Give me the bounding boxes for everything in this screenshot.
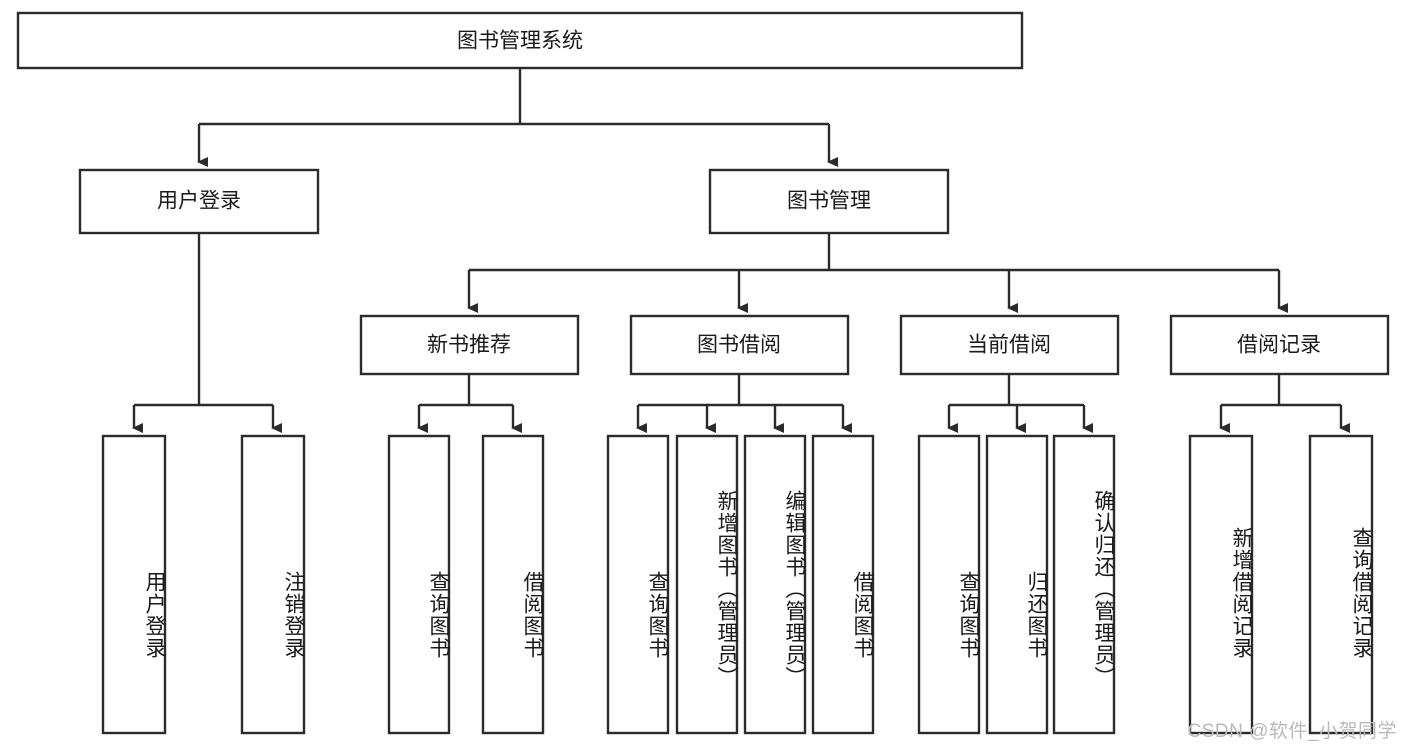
- node-user-login-label: 用户登录: [157, 190, 241, 213]
- leaf-box-add-borrow-record[interactable]: [1188, 434, 1254, 735]
- node-user-login[interactable]: 用户登录: [78, 168, 320, 235]
- node-book-borrow-box[interactable]: [629, 314, 850, 376]
- leaf-box-edit-book-admin[interactable]: [743, 434, 807, 735]
- node-new-book-recommend-box[interactable]: [359, 314, 580, 376]
- node-book-borrow-label: 图书借阅: [697, 334, 781, 357]
- node-borrow-record-label: 借阅记录: [1237, 334, 1321, 357]
- node-borrow-record[interactable]: 借阅记录: [1169, 314, 1390, 376]
- node-book-management-label: 图书管理: [787, 190, 871, 213]
- leaf-box-query-book-2[interactable]: [606, 434, 670, 735]
- node-current-borrow-label: 当前借阅: [967, 334, 1051, 357]
- node-root-box[interactable]: [16, 11, 1024, 70]
- connector-layer: [132, 68, 1350, 433]
- node-current-borrow-box[interactable]: [899, 314, 1120, 376]
- leaf-box-query-book-3[interactable]: [917, 434, 981, 735]
- node-book-management-box[interactable]: [708, 168, 950, 235]
- node-new-book-recommend[interactable]: 新书推荐: [359, 314, 580, 376]
- leaf-box-return-book[interactable]: [985, 434, 1049, 735]
- node-book-borrow[interactable]: 图书借阅: [629, 314, 850, 376]
- leaf-box-borrow-book-1[interactable]: [481, 434, 545, 735]
- leaf-node-layer: [101, 434, 1374, 735]
- watermark-text: CSDN @软件_小贺同学: [1187, 721, 1397, 742]
- node-root-label: 图书管理系统: [457, 30, 583, 53]
- node-user-login-box[interactable]: [78, 168, 320, 235]
- leaf-box-query-book-1[interactable]: [387, 434, 451, 735]
- node-book-management[interactable]: 图书管理: [708, 168, 950, 235]
- leaf-box-user-login[interactable]: [101, 434, 167, 735]
- node-borrow-record-box[interactable]: [1169, 314, 1390, 376]
- leaf-box-borrow-book-2[interactable]: [811, 434, 875, 735]
- node-root[interactable]: 图书管理系统: [16, 11, 1024, 70]
- leaf-box-add-book-admin[interactable]: [675, 434, 739, 735]
- leaf-box-confirm-return-admin[interactable]: [1052, 434, 1116, 735]
- leaf-box-logout[interactable]: [240, 434, 306, 735]
- node-new-book-recommend-label: 新书推荐: [427, 334, 511, 357]
- leaf-box-query-borrow-record[interactable]: [1308, 434, 1374, 735]
- node-current-borrow[interactable]: 当前借阅: [899, 314, 1120, 376]
